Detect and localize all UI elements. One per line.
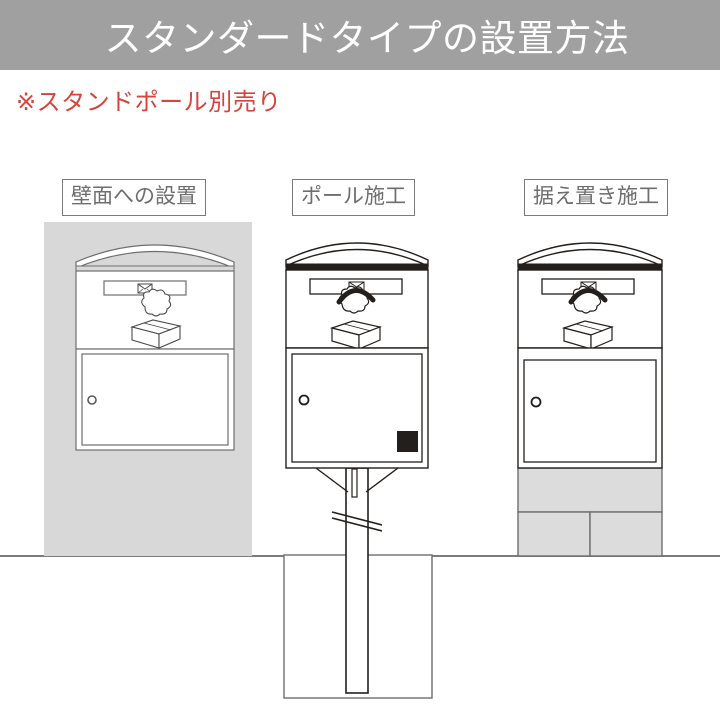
- mailbox-door: [81, 353, 229, 446]
- pole-top-detail: [351, 468, 358, 498]
- pole-sold-separately-note: ※スタンドポール別売り: [16, 88, 282, 116]
- header-bar: [0, 0, 720, 70]
- parcel-box-flower-icon: [130, 288, 182, 349]
- parcel-box-person-icon: [561, 285, 615, 350]
- mailbox-roof-arch: [517, 242, 663, 268]
- stand-pole: [345, 467, 369, 694]
- mailbox-top-trim: [285, 263, 429, 271]
- round-lock-icon: [298, 394, 310, 406]
- parcel-box-person-icon: [329, 285, 383, 350]
- mailbox-roof-arch: [285, 242, 429, 268]
- person-hair-arc: [336, 288, 376, 305]
- pole-break-marks: [331, 511, 383, 532]
- section-label-pole-mount: ポール施工: [292, 179, 415, 216]
- base-block-lower-left: [517, 511, 591, 557]
- round-lock-icon: [530, 396, 542, 408]
- person-hair-arc: [568, 288, 608, 305]
- diagram-pole-mount: [283, 242, 433, 699]
- diagram-wall-mount: [44, 222, 252, 556]
- mailbox-top-trim: [517, 263, 663, 271]
- mailbox-top-trim: [75, 265, 235, 272]
- dark-square-plate: [397, 431, 418, 452]
- mailbox-door: [523, 359, 657, 463]
- diagram-freestanding: [517, 242, 663, 557]
- base-block-upper: [517, 467, 663, 513]
- page-title: スタンダードタイプの設置方法: [104, 17, 630, 60]
- support-bracket-left: [315, 467, 349, 493]
- section-label-freestanding: 据え置き施工: [524, 179, 668, 216]
- base-block-lower-right: [589, 511, 663, 557]
- support-bracket-right: [365, 467, 399, 493]
- round-lock-icon: [87, 395, 97, 405]
- section-label-wall-mount: 壁面への設置: [62, 179, 206, 216]
